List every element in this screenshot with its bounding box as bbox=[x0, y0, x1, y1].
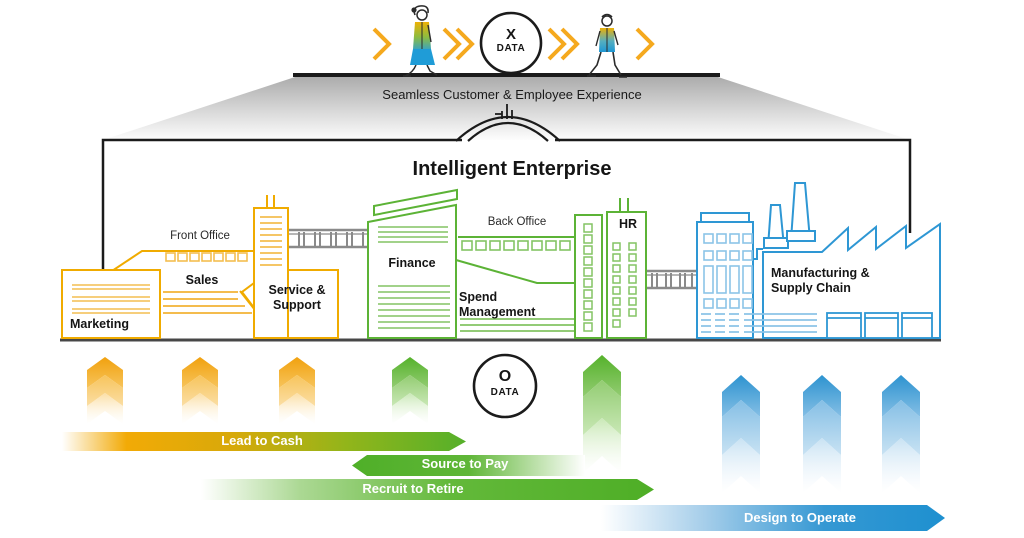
experience-caption: Seamless Customer & Employee Experience bbox=[382, 87, 642, 102]
x-data-label: DATA bbox=[496, 43, 526, 54]
walking-man bbox=[587, 13, 627, 78]
chevron-stack-blue-1 bbox=[722, 375, 760, 493]
front-office-label: Front Office bbox=[170, 230, 230, 242]
recruit-to-retire-arrow bbox=[201, 479, 654, 500]
back-office-label: Back Office bbox=[487, 216, 547, 228]
recruit-to-retire-label: Recruit to Retire bbox=[362, 481, 464, 496]
factory-doors bbox=[826, 312, 933, 339]
manufacturing-label: Manufacturing & Supply Chain bbox=[771, 266, 870, 295]
back-office-buildings bbox=[367, 188, 647, 339]
walkway-bridge-left bbox=[288, 228, 368, 249]
walkway-bridge-right bbox=[646, 269, 698, 290]
bridge-arch-icon bbox=[455, 104, 561, 142]
chevron-stack-orange-3 bbox=[279, 357, 315, 424]
front-office-buildings bbox=[61, 195, 339, 339]
chevron-stack-orange-2 bbox=[182, 357, 218, 424]
sales-label: Sales bbox=[185, 273, 219, 287]
o-data-circle bbox=[472, 353, 538, 419]
lead-to-cash-label: Lead to Cash bbox=[221, 433, 303, 448]
service-support-label: Service & Support bbox=[268, 283, 326, 312]
chevron-stack-blue-2 bbox=[803, 375, 841, 493]
hr-tower bbox=[606, 211, 647, 339]
walking-woman bbox=[403, 5, 438, 77]
finance-roof bbox=[373, 188, 458, 217]
x-data-circle bbox=[479, 11, 543, 75]
source-to-pay-arrow bbox=[352, 455, 585, 476]
design-to-operate-arrow bbox=[601, 505, 945, 531]
lead-to-cash-arrow bbox=[62, 432, 466, 451]
design-to-operate-label: Design to Operate bbox=[744, 510, 856, 525]
o-data-symbol: O bbox=[498, 368, 512, 385]
finance-label: Finance bbox=[388, 256, 436, 270]
top-flow bbox=[372, 5, 655, 78]
chevron-stack-green-1 bbox=[392, 357, 428, 424]
source-to-pay-label: Source to Pay bbox=[421, 456, 509, 471]
enterprise-box-border bbox=[101, 138, 912, 270]
o-data-label: DATA bbox=[490, 387, 520, 398]
chevron-stack-green-2 bbox=[583, 355, 621, 473]
front-office-tower bbox=[253, 207, 289, 339]
spend-management-label: Spend Management bbox=[459, 290, 536, 319]
x-data-symbol: X bbox=[505, 26, 516, 43]
chevron-right-icon bbox=[372, 27, 655, 61]
manufacturing-buildings bbox=[696, 182, 941, 339]
enterprise-title: Intelligent Enterprise bbox=[412, 158, 612, 180]
marketing-building bbox=[61, 269, 161, 339]
finance-building bbox=[367, 203, 457, 339]
experience-bar bbox=[293, 73, 720, 77]
chevron-stack-orange-1 bbox=[87, 357, 123, 424]
chevron-stack-blue-3 bbox=[882, 375, 920, 493]
hr-label: HR bbox=[618, 217, 638, 231]
marketing-label: Marketing bbox=[70, 317, 130, 331]
